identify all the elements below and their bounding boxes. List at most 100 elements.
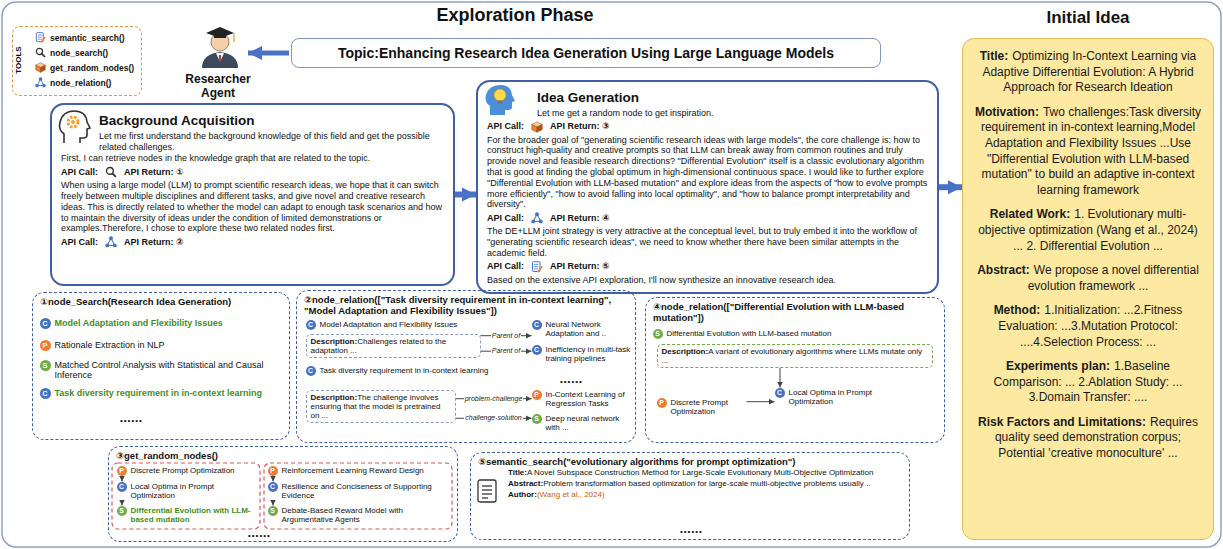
text-line: Motivation:Two challenges:Task diversity… <box>973 105 1203 199</box>
gear <box>68 117 78 127</box>
text-line: Description:Challenges related to the ad… <box>311 337 476 355</box>
search-icon <box>105 166 117 178</box>
knowledge-icon <box>60 111 91 143</box>
concept-node: SMatched Control Analysis with Statistic… <box>40 360 280 381</box>
text-line: Idea Generation <box>537 90 928 107</box>
node-text: API Return: ④ <box>550 213 610 224</box>
concept-node: PDiscrete Prompt Optimization <box>117 466 257 476</box>
researcher-icon <box>202 27 238 68</box>
heading: ②node_relation(["Task diversity requirem… <box>304 294 611 316</box>
search-icon <box>35 47 46 58</box>
node-text: Method: <box>994 303 1041 317</box>
bulb <box>494 89 506 101</box>
node-text: get_random_nodes() <box>50 63 134 73</box>
face <box>532 124 537 132</box>
node-text: Problem transformation based optimizatio… <box>543 479 870 488</box>
shirt <box>216 53 224 62</box>
connector <box>273 476 274 482</box>
random-group <box>112 463 260 529</box>
text-line: Related Work:1. Evolutionary multi-objec… <box>973 207 1203 254</box>
node-text: Initial Idea <box>1046 8 1129 27</box>
concept-node: C Task diversity requirement in in-contex… <box>306 366 521 376</box>
node-text: Title: <box>508 468 527 477</box>
concept-node: P Discrete Prompt Optimization <box>657 398 747 416</box>
face <box>36 65 41 72</box>
node-label: Reinforcement Learning Reward Design <box>282 466 424 475</box>
text-line: When using a large model (LLM) to prompt… <box>61 180 444 234</box>
text-line: Background Acquisition <box>99 113 444 130</box>
pen-icon <box>531 261 543 273</box>
head-shape <box>486 85 516 115</box>
node-text: node_relation() <box>50 78 111 88</box>
text-line: For the broader goal of "generating scie… <box>487 135 928 211</box>
heading: Idea Generation <box>537 90 639 105</box>
node-text: API Call: <box>487 121 524 132</box>
node-label: Discrete Prompt Optimization <box>671 398 747 416</box>
handle <box>42 54 45 57</box>
node-label: Rationale Extraction in NLP <box>55 340 165 350</box>
node-text: Based on the extensive API exploration, … <box>487 275 836 285</box>
node-text: Experiments plan: <box>1006 359 1110 373</box>
gear-hub <box>71 120 75 124</box>
connector <box>122 500 123 506</box>
type-badge: C <box>532 320 542 330</box>
node-label: Debate-Based Reward Model with Argumenta… <box>282 506 448 524</box>
type-badge: P <box>657 398 667 408</box>
text-line: TOOLS <box>14 40 24 80</box>
node-label: In-Context Learning of Regression Tasks <box>546 390 632 408</box>
text-line: Method:1.Initialization: ...2.Fitness Ev… <box>973 303 1203 350</box>
agent-label: Researcher Agent <box>168 72 268 100</box>
node-text: API Return: ① <box>124 167 184 178</box>
node-text: The DE+LLM joint strategy is very attrac… <box>487 226 917 258</box>
node-text: Let me first understand the background k… <box>99 131 430 152</box>
text-line <box>38 39 42 40</box>
node-text: For the broader goal of "generating scie… <box>487 135 927 210</box>
bulb-base <box>498 101 503 105</box>
connector <box>122 476 123 482</box>
node-text: semantic_search() <box>50 33 125 43</box>
node-text: API Call: <box>487 261 524 272</box>
text-line: ④node_relation(["Differential Evolution … <box>653 301 937 324</box>
graph-icon <box>105 236 117 248</box>
node-label: Deep neural network with ... <box>546 414 632 432</box>
topic-box: Topic:Enhancing Research Idea Generation… <box>291 38 881 68</box>
text-line <box>482 489 492 490</box>
concept-node: S Differential Evolution with LLM-based m… <box>117 506 257 524</box>
face <box>41 65 46 72</box>
type-badge: C <box>306 366 316 376</box>
type-badge: S <box>268 506 278 516</box>
text-line: ⑤semantic_search("evolutionary algorithm… <box>478 456 902 467</box>
node-label: Task diversity requirement in in-context… <box>320 366 489 375</box>
node-text: Author: <box>508 490 537 499</box>
node-label: Discrete Prompt Optimization <box>131 466 235 475</box>
pen <box>41 37 45 43</box>
node-label: Local Optima in Prompt Optimization <box>789 388 900 406</box>
node-text: First, I can retrieve nodes in the knowl… <box>61 153 370 163</box>
type-badge: C <box>117 482 127 492</box>
text-line: Title:Optimizing In-Context Learning via… <box>973 49 1203 96</box>
dot <box>535 213 539 217</box>
edge-label: problem-challenge <box>464 395 524 403</box>
node-text: API Call: <box>487 213 524 224</box>
tassel <box>233 33 234 42</box>
dot <box>35 84 39 88</box>
dot <box>39 77 43 81</box>
node-label: Differential Evolution with LLM-based mu… <box>131 506 257 524</box>
node-text: Related Work: <box>990 207 1070 221</box>
node-label: Neural Network Adaptation and .. <box>546 320 632 338</box>
type-badge: C <box>268 482 278 492</box>
text-line: ③get_random_nodes() <box>116 450 450 461</box>
text-line <box>38 37 42 38</box>
node-text: Abstract: <box>977 263 1030 277</box>
ellipsis: •••••• <box>248 531 308 540</box>
node-text: ⑤semantic_search("evolutionary algorithm… <box>478 456 795 467</box>
node-text: Title: <box>980 49 1008 63</box>
result-panel: ①node_Search(Research Idea Generation)CM… <box>32 292 290 440</box>
text-line: Author:(Wang et al., 2024) <box>508 490 902 500</box>
type-badge: S <box>117 506 127 516</box>
text-line: Description:The challenge involves ensur… <box>311 393 451 421</box>
node-text: API Call: <box>61 167 98 178</box>
pen-icon <box>35 32 46 43</box>
node-text: Description: <box>662 347 709 356</box>
